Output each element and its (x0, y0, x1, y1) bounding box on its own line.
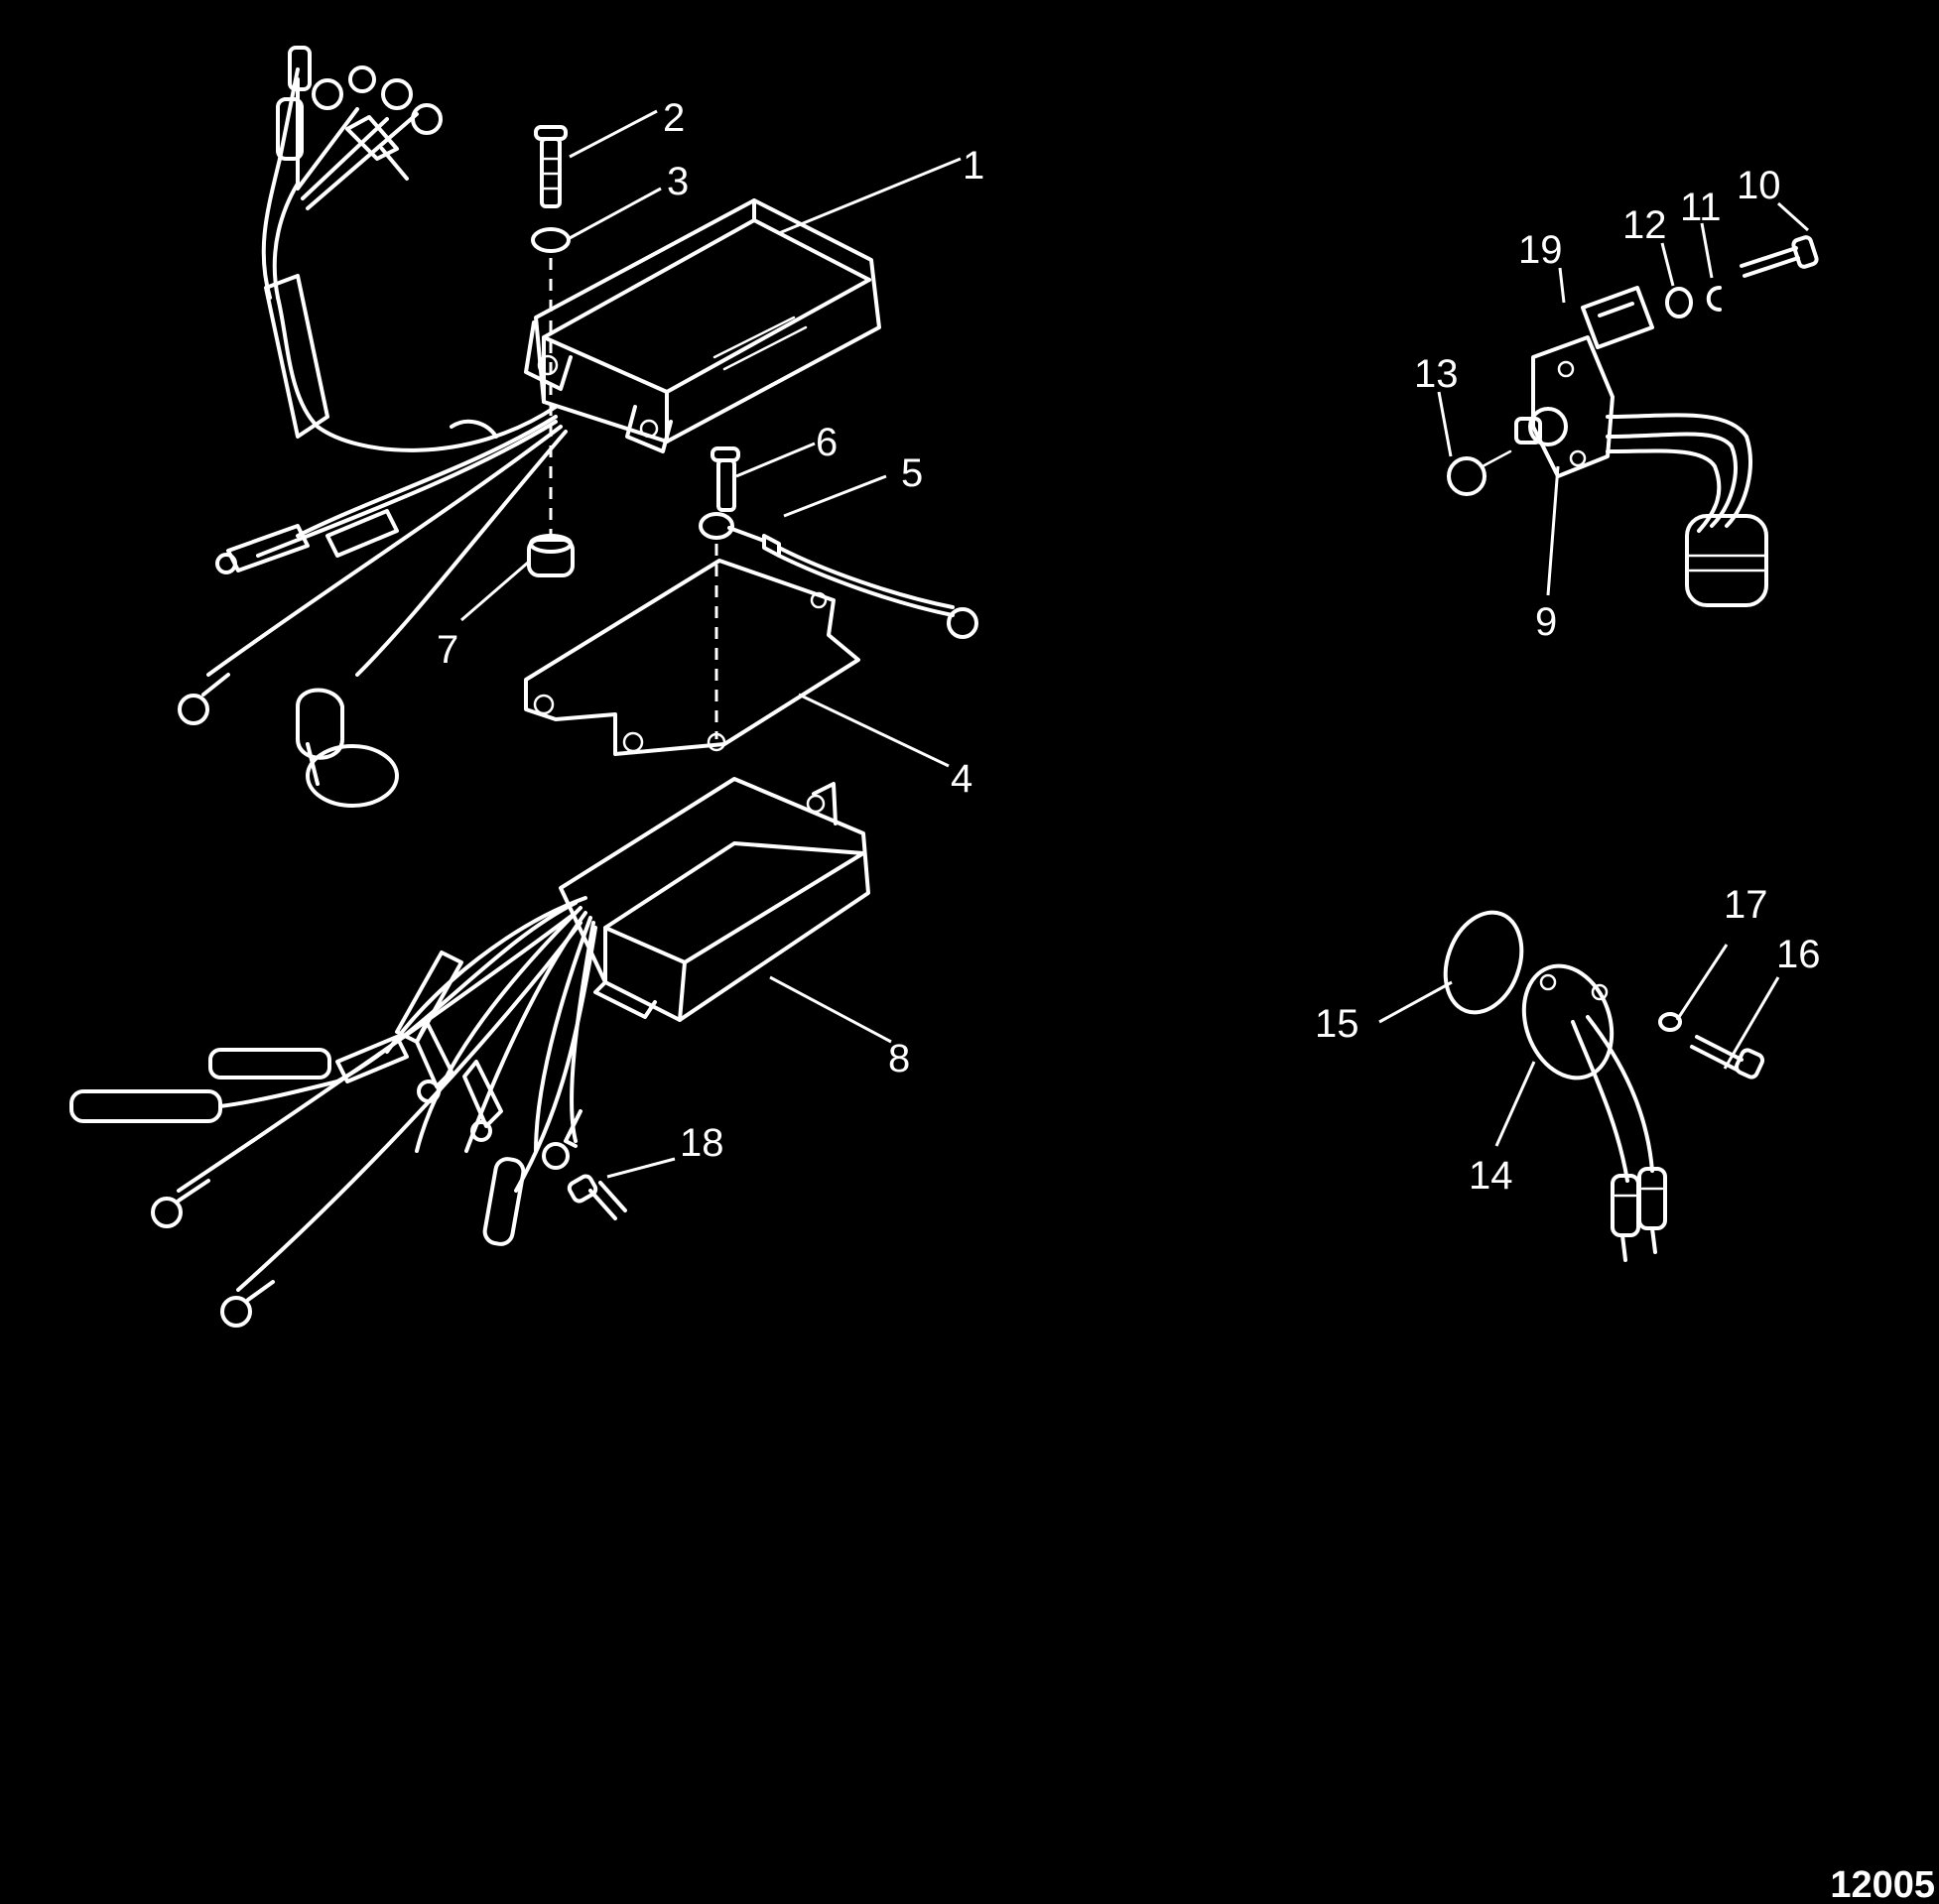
wire-harness-bottom (69, 896, 597, 1328)
wire-harness-top (178, 46, 568, 808)
grommet-7 (527, 534, 575, 577)
ground-strap-5 (699, 512, 978, 639)
callout-10: 10 (1737, 164, 1781, 207)
screw-18 (567, 1174, 627, 1220)
figure-code: 12005 (1830, 1864, 1935, 1904)
callout-3: 3 (667, 160, 689, 203)
callout-6: 6 (816, 421, 838, 464)
callout-11: 11 (1680, 186, 1722, 229)
callout-7: 7 (437, 628, 458, 672)
boot-19 (1581, 286, 1654, 349)
callout-14: 14 (1469, 1154, 1513, 1198)
callout-13: 13 (1414, 352, 1459, 396)
o-ring-15 (1443, 910, 1524, 1015)
washer-17 (1658, 1012, 1682, 1032)
callout-16: 16 (1776, 933, 1821, 976)
callout-18: 18 (680, 1121, 724, 1165)
washer-12 (1665, 287, 1693, 318)
switch-box-bottom (559, 777, 870, 1022)
nut-13 (1447, 449, 1512, 496)
leader-lines (460, 109, 1810, 1179)
bracket-4 (524, 559, 860, 756)
callout-12: 12 (1622, 203, 1667, 247)
switch-box-top (524, 198, 881, 453)
callout-5: 5 (901, 451, 923, 495)
screw-6 (711, 446, 740, 512)
callout-19: 19 (1518, 228, 1563, 272)
callout-4: 4 (951, 757, 972, 801)
callout-8: 8 (888, 1037, 910, 1080)
screw-10 (1740, 235, 1819, 278)
callout-17: 17 (1724, 883, 1768, 927)
callout-15: 15 (1315, 1002, 1359, 1046)
screw-2 (534, 125, 568, 208)
callout-1: 1 (963, 144, 984, 188)
callout-9: 9 (1535, 600, 1557, 644)
lockwasher-11 (1706, 286, 1722, 312)
screw-16 (1690, 1035, 1765, 1079)
sensor-14 (1521, 963, 1667, 1262)
switch-assembly-9 (1514, 335, 1768, 607)
washer-3 (531, 227, 571, 253)
callout-2: 2 (663, 96, 685, 140)
